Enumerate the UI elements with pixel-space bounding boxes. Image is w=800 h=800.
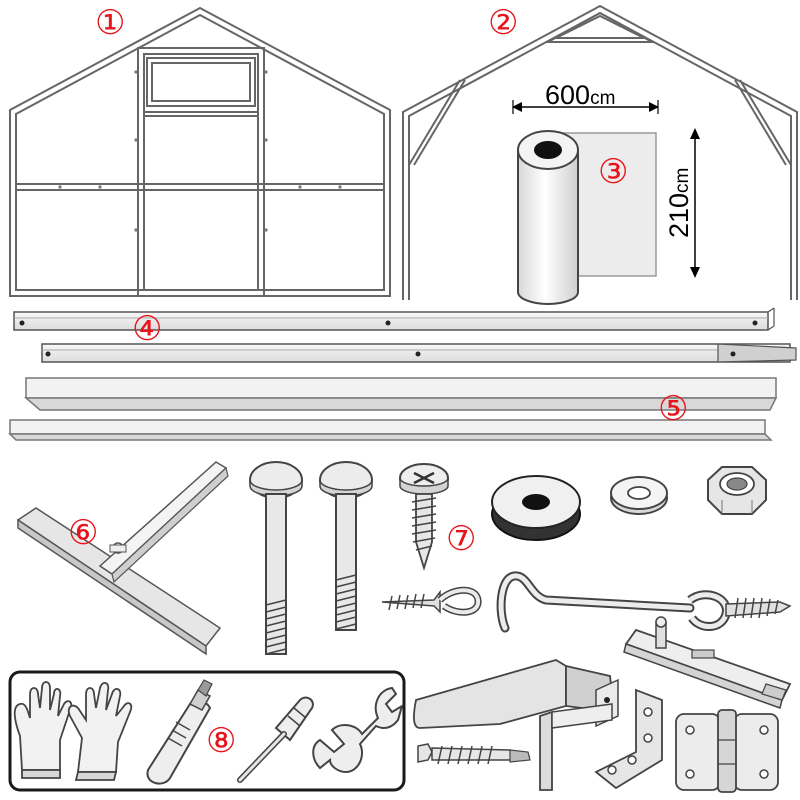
height-dimension: 210cm (664, 128, 700, 278)
callout-7: ⑦ (446, 519, 476, 559)
screwdriver (237, 696, 314, 783)
greenhouse-front-frame (9, 6, 391, 297)
hex-nut (707, 466, 767, 515)
width-unit: cm (590, 88, 615, 109)
callout-2: ② (488, 3, 518, 43)
callout-5: ⑤ (658, 389, 688, 429)
door-hinge (675, 709, 779, 793)
ground-tube-1 (13, 307, 775, 331)
wood-screw (399, 463, 449, 572)
eye-screw (381, 586, 482, 616)
door-slide-latch (623, 616, 792, 709)
wrench (312, 686, 404, 774)
svg-text:600cm: 600cm (545, 80, 615, 110)
greenhouse-rear-frame (402, 4, 798, 300)
work-gloves (13, 681, 133, 781)
self-drilling-screw (417, 743, 531, 765)
utility-knife (146, 679, 213, 785)
height-unit: cm (672, 168, 693, 193)
angle-profile-2 (8, 419, 773, 441)
angle-bracket (539, 703, 613, 791)
corner-bracket (594, 688, 663, 790)
gate-hook (496, 571, 792, 633)
angle-profile-1 (23, 377, 778, 411)
callout-1: ① (95, 3, 125, 43)
film-roll (517, 130, 657, 305)
flat-washer (610, 476, 668, 515)
callout-8: ⑧ (206, 721, 236, 761)
carriage-bolt-1 (249, 461, 303, 655)
width-value: 600 (545, 80, 590, 110)
rubber-washer (491, 475, 581, 541)
svg-text:210cm: 210cm (664, 168, 694, 238)
callout-3: ③ (598, 152, 628, 192)
callout-4: ④ (132, 309, 162, 349)
carriage-bolt-2 (319, 461, 373, 631)
installation-square-tool (16, 461, 229, 656)
width-dimension: 600cm (512, 80, 659, 114)
callout-6: ⑥ (68, 513, 98, 553)
height-value: 210 (664, 193, 694, 238)
ground-tube-2 (41, 343, 797, 363)
